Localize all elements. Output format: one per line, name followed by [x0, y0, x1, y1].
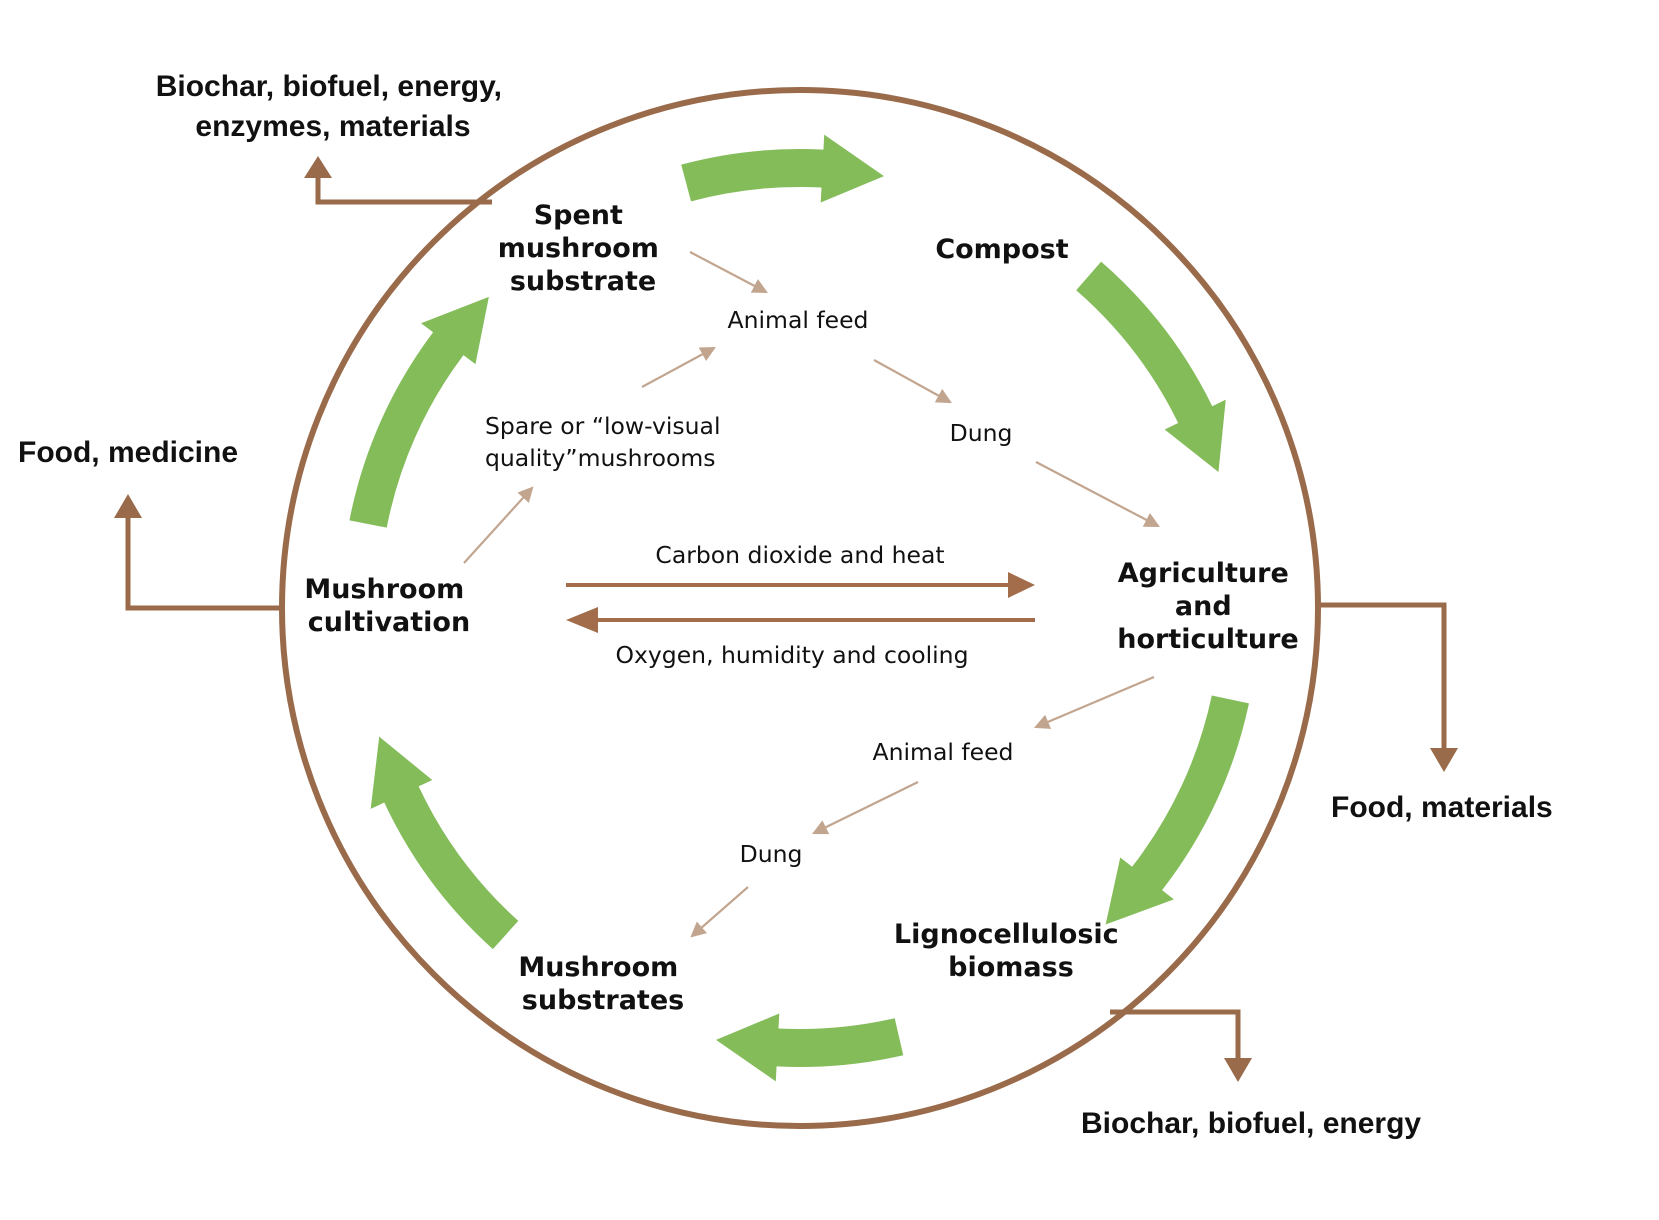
output-connector-bottom-right [1110, 1009, 1252, 1082]
flow-arrow-substrate-to-feed [689, 251, 768, 294]
node-mushroom-substrates: Mushroom substrates [518, 952, 687, 1016]
flow-arrow-spare-to-feed [641, 346, 716, 388]
flow-arrow-feed-to-dung [873, 359, 952, 404]
flow-label-co2-heat: Carbon dioxide and heat [655, 541, 944, 569]
cycle-arrow-lignocellulosic-to-substrates [716, 1013, 904, 1082]
flow-label-animal-feed-top: Animal feed [728, 306, 869, 334]
flow-label-dung-bottom: Dung [740, 840, 803, 868]
cycle-arrow-substrate-to-compost [681, 134, 884, 203]
node-spent-mushroom-substrate: Spent mushroom substrate [498, 200, 669, 297]
output-label-top-left: Biochar, biofuel, energy, enzymes, mater… [156, 70, 511, 143]
flow-label-oxygen: Oxygen, humidity and cooling [616, 641, 969, 669]
cycle-arrow-compost-to-agriculture [1076, 261, 1226, 473]
flow-arrow-feed-to-dung-bottom [812, 781, 919, 835]
output-label-left: Food, medicine [18, 436, 238, 469]
exchange-arrow-oxygen [566, 607, 1035, 633]
output-connector-right [1318, 602, 1458, 772]
flow-label-spare-mushrooms: Spare or “low-visual quality”mushrooms [485, 412, 728, 472]
flow-label-dung-top: Dung [950, 419, 1013, 447]
output-connector-left [114, 494, 282, 611]
cycle-arrow-agriculture-to-lignocellulosic [1105, 695, 1249, 925]
cycle-arrows [349, 134, 1249, 1082]
cycle-arrow-cultivation-to-spent [349, 296, 489, 528]
output-label-bottom: Biochar, biofuel, energy [1081, 1107, 1421, 1140]
output-label-right: Food, materials [1331, 791, 1553, 824]
flow-arrow-dung-to-agriculture [1035, 461, 1160, 528]
flow-arrow-cultivation-to-spare [463, 486, 534, 564]
output-connector-top-left [304, 156, 492, 205]
thin-flow-arrows [463, 251, 1160, 938]
node-lignocellulosic-biomass: Lignocellulosic biomass [894, 919, 1128, 983]
flow-arrow-agriculture-to-feed [1033, 675, 1155, 729]
node-agriculture-horticulture: Agriculture and horticulture [1117, 558, 1299, 655]
node-mushroom-cultivation: Mushroom cultivation [304, 574, 473, 638]
flow-label-animal-feed-bottom: Animal feed [873, 738, 1014, 766]
exchange-arrow-co2-heat [566, 572, 1035, 598]
node-compost: Compost [935, 234, 1068, 265]
flow-arrow-dung-to-substrates [690, 886, 749, 938]
cycle-arrow-substrates-to-cultivation [370, 736, 519, 950]
